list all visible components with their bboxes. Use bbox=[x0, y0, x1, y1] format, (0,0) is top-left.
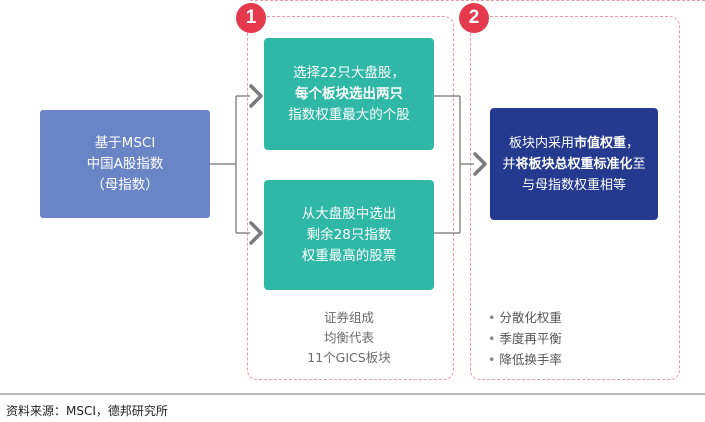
select-remaining-line3: 权重最高的股票 bbox=[301, 247, 397, 264]
step1-panel bbox=[247, 16, 454, 380]
arrow-right-chevron-icon bbox=[473, 152, 487, 176]
select-remaining-box: 从大盘股中选出 剩余28只指数 权重最高的股票 bbox=[264, 180, 434, 290]
select-remaining-line2: 剩余28只指数 bbox=[306, 226, 392, 243]
source-note: 资料来源：MSCI，德邦研究所 bbox=[6, 404, 168, 418]
step2-bullet-3: 降低换手率 bbox=[488, 349, 668, 370]
parent-index-box: 基于MSCI 中国A股指数 （母指数） bbox=[40, 110, 210, 218]
parent-index-line2: 中国A股指数 bbox=[86, 155, 164, 172]
step1-note-1: 证券组成 bbox=[323, 310, 374, 325]
step1-notes: 证券组成 均衡代表 11个GICS板块 bbox=[264, 308, 434, 368]
top-border-line bbox=[250, 0, 705, 1]
weighting-line1: 板块内采用市值权重， bbox=[508, 135, 640, 151]
parent-index-line1: 基于MSCI bbox=[94, 134, 156, 151]
step2-bullet-1: 分散化权重 bbox=[488, 307, 668, 328]
step2-bullet-2: 季度再平衡 bbox=[488, 328, 668, 349]
weighting-box: 板块内采用市值权重， 并将板块总权重标准化至 与母指数权重相等 bbox=[490, 108, 658, 220]
source-to-branch-connector bbox=[210, 95, 250, 234]
select-remaining-line1: 从大盘股中选出 bbox=[301, 205, 397, 222]
select-large-caps-line3: 指数权重最大的个股 bbox=[288, 106, 410, 123]
parent-index-line3: （母指数） bbox=[91, 176, 159, 193]
step2-badge: 2 bbox=[459, 3, 489, 33]
footer-divider bbox=[0, 393, 705, 395]
select-large-caps-line2: 每个板块选出两只 bbox=[295, 85, 403, 102]
step2-bullets: 分散化权重 季度再平衡 降低换手率 bbox=[488, 307, 668, 370]
step2-panel bbox=[470, 16, 680, 380]
step1-note-2: 均衡代表 bbox=[323, 330, 374, 345]
branch-to-step2-connector bbox=[434, 95, 474, 234]
weighting-line2: 并将板块总权重标准化至 bbox=[502, 156, 646, 172]
select-large-caps-line1: 选择22只大盘股， bbox=[293, 64, 405, 81]
arrow-top-chevron-icon bbox=[249, 84, 263, 108]
select-large-caps-box: 选择22只大盘股， 每个板块选出两只 指数权重最大的个股 bbox=[264, 38, 434, 150]
step1-badge: 1 bbox=[236, 3, 266, 33]
step1-note-3: 11个GICS板块 bbox=[307, 350, 391, 365]
arrow-bottom-chevron-icon bbox=[249, 221, 263, 245]
weighting-line3: 与母指数权重相等 bbox=[521, 177, 626, 193]
